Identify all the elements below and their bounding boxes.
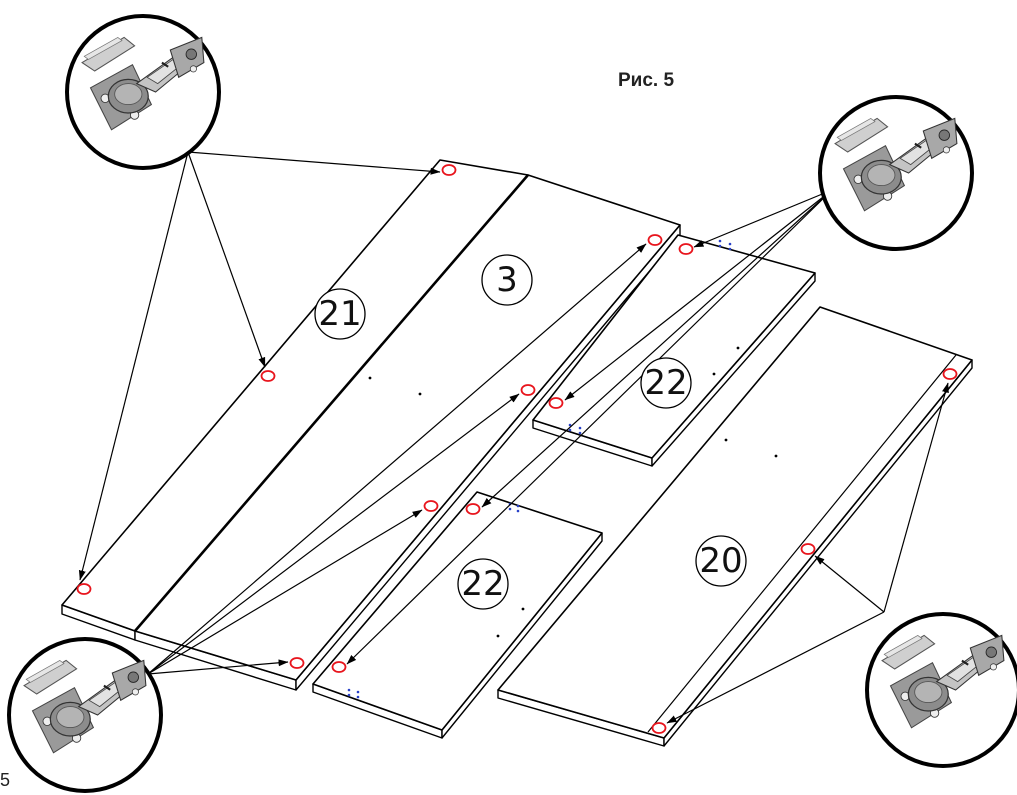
hinge-callout-bottom-right (865, 612, 1017, 768)
part-number-20: 20 (699, 541, 742, 581)
panel-22-lower (312, 491, 603, 739)
part-label-21: 21 (314, 288, 366, 340)
page-number: 5 (0, 770, 10, 790)
drill-dots (368, 346, 778, 638)
part-label-3: 3 (481, 254, 533, 306)
hinge-cup-markers (76, 164, 958, 734)
figure-title: Рис. 5 (618, 70, 674, 91)
dowel-marks (347, 239, 732, 699)
panel-22-upper (532, 234, 816, 467)
part-number-21: 21 (318, 294, 361, 334)
part-number-3: 3 (496, 260, 518, 300)
panel-3 (134, 174, 681, 691)
panel-20 (497, 306, 973, 747)
leader-arrows (78, 151, 949, 724)
hinge-callout-top-left (65, 14, 221, 170)
part-number-22-lower: 22 (461, 564, 504, 604)
hinge-callout-top-right (818, 95, 974, 251)
hinge-callout-bottom-left (7, 637, 163, 793)
part-number-22-upper: 22 (644, 363, 687, 403)
part-label-22-upper: 22 (640, 357, 692, 409)
part-label-20: 20 (695, 535, 747, 587)
part-label-22-lower: 22 (457, 558, 509, 610)
